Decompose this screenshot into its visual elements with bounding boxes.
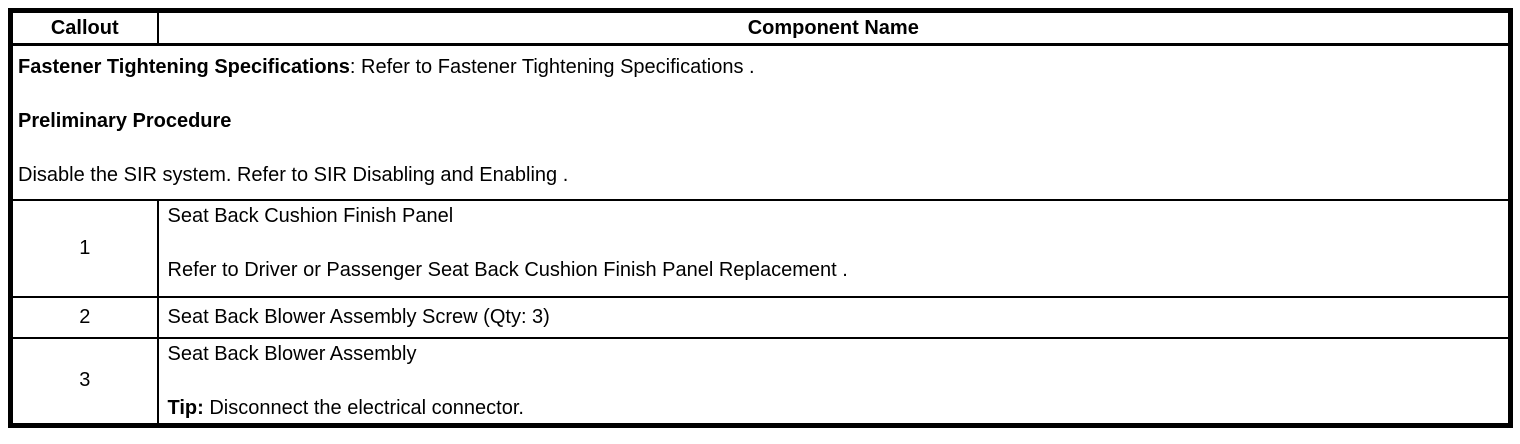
preamble-cell: Fastener Tightening Specifications: Refe… [10,44,1511,201]
component-cell: Seat Back Blower Assembly Tip: Disconnec… [158,338,1511,426]
preliminary-procedure-heading: Preliminary Procedure [18,110,232,132]
table-row: 3 Seat Back Blower Assembly Tip: Disconn… [10,337,1511,426]
component-name-text: Seat Back Blower Assembly Screw (Qty: 3) [167,305,550,328]
callout-number: 2 [10,296,159,339]
table-row: 2 Seat Back Blower Assembly Screw (Qty: … [10,296,1511,339]
component-name-column-header: Component Name [157,10,1511,46]
component-tip-paragraph: Tip: Disconnect the electrical connector… [168,395,1501,422]
callout-number: 1 [10,199,159,298]
component-name-text: Seat Back Blower Assembly [167,342,417,365]
fastener-specifications-text: : Refer to Fastener Tightening Specifica… [349,56,755,78]
component-note-text: Refer to Driver or Passenger Seat Back C… [167,258,848,281]
callout-component-table: Callout Component Name Fastener Tighteni… [8,8,1513,428]
disable-sir-text: Disable the SIR system. Refer to SIR Dis… [18,164,569,186]
component-cell: Seat Back Cushion Finish Panel Refer to … [157,199,1511,298]
table-row: 1 Seat Back Cushion Finish Panel Refer t… [10,199,1511,298]
fastener-specifications-label: Fastener Tightening Specifications [18,56,350,78]
callout-number: 3 [10,337,159,426]
callout-column-header: Callout [10,10,159,46]
fastener-specifications-paragraph: Fastener Tightening Specifications: Refe… [18,54,1502,81]
tip-label: Tip: [167,396,204,419]
tip-text: Disconnect the electrical connector. [203,396,524,419]
component-name-text: Seat Back Cushion Finish Panel [167,204,454,227]
component-cell: Seat Back Blower Assembly Screw (Qty: 3) [157,296,1511,339]
preamble-row: Fastener Tightening Specifications: Refe… [10,44,1511,201]
table-header-row: Callout Component Name [10,10,1511,46]
